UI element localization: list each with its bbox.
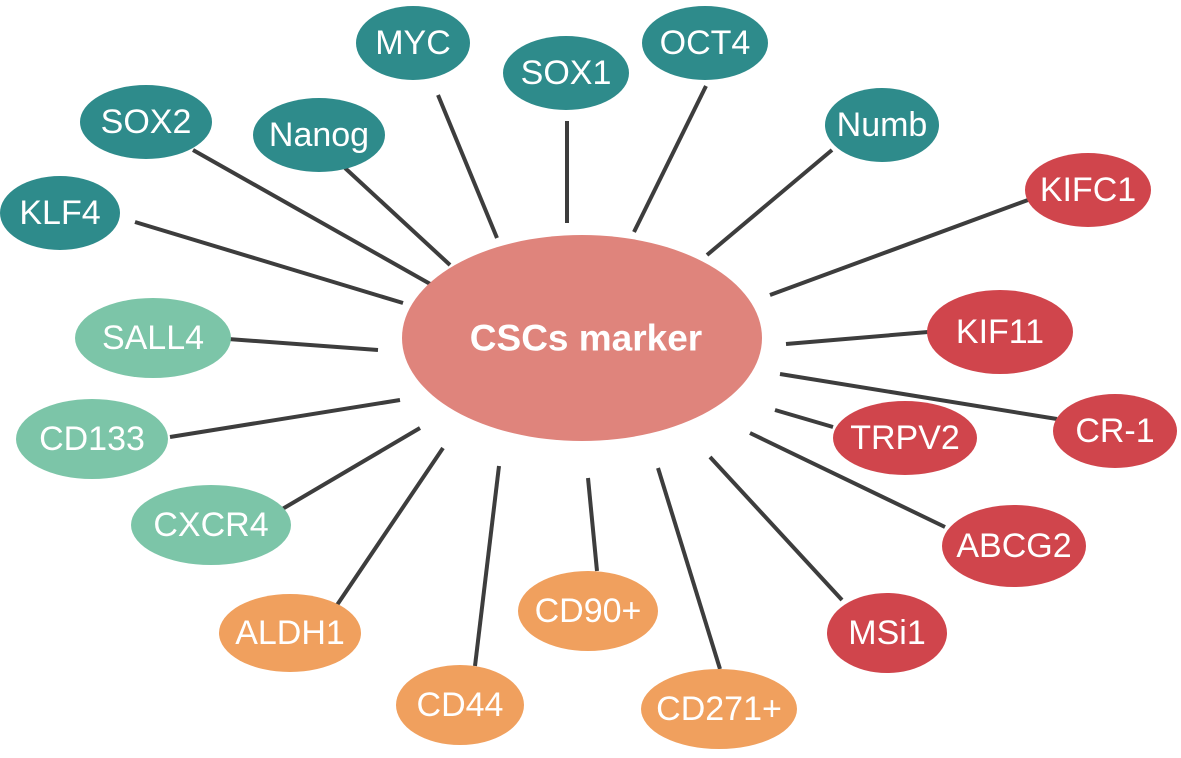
node-label-msi1: MSi1 bbox=[848, 614, 925, 652]
edge-cd90 bbox=[586, 477, 599, 572]
node-label-klf4: KLF4 bbox=[19, 194, 100, 232]
node-ellipse-cr1 bbox=[1053, 394, 1177, 468]
node-ellipse-cd271 bbox=[641, 669, 797, 749]
edge-oct4 bbox=[632, 85, 708, 233]
center-ellipse bbox=[402, 235, 762, 441]
node-label-numb: Numb bbox=[837, 106, 928, 144]
node-cd44: CD44 bbox=[396, 665, 524, 745]
node-ellipse-cd133 bbox=[16, 399, 168, 479]
node-sall4: SALL4 bbox=[75, 298, 231, 378]
node-label-cd271: CD271+ bbox=[656, 690, 782, 728]
node-ellipse-kifc1 bbox=[1025, 153, 1151, 227]
node-ellipse-oct4 bbox=[642, 6, 768, 80]
node-aldh1: ALDH1 bbox=[219, 594, 361, 672]
node-numb: Numb bbox=[825, 88, 939, 162]
node-cd90: CD90+ bbox=[518, 571, 658, 651]
node-cxcr4: CXCR4 bbox=[131, 485, 291, 565]
node-klf4: KLF4 bbox=[0, 176, 120, 250]
node-ellipse-kif11 bbox=[927, 290, 1073, 374]
edge-cd271 bbox=[656, 467, 722, 670]
edge-msi1 bbox=[708, 455, 844, 602]
node-cd271: CD271+ bbox=[641, 669, 797, 749]
edge-numb bbox=[705, 148, 834, 257]
edge-sall4 bbox=[227, 337, 379, 352]
node-trpv2: TRPV2 bbox=[833, 401, 977, 475]
node-ellipse-trpv2 bbox=[833, 401, 977, 475]
node-kif11: KIF11 bbox=[927, 290, 1073, 374]
center-label: CSCs marker bbox=[470, 318, 702, 359]
node-abcg2: ABCG2 bbox=[942, 505, 1086, 587]
node-label-kif11: KIF11 bbox=[956, 313, 1044, 351]
node-cd133: CD133 bbox=[16, 399, 168, 479]
node-ellipse-klf4 bbox=[0, 176, 120, 250]
node-label-aldh1: ALDH1 bbox=[235, 614, 345, 652]
edge-aldh1 bbox=[333, 446, 445, 610]
node-ellipse-nanog bbox=[253, 98, 385, 172]
node-cr1: CR-1 bbox=[1053, 394, 1177, 468]
edge-myc bbox=[436, 94, 499, 239]
node-sox1: SOX1 bbox=[503, 36, 629, 110]
node-label-myc: MYC bbox=[375, 24, 451, 62]
edge-cd44 bbox=[473, 465, 501, 667]
node-label-nanog: Nanog bbox=[269, 116, 369, 154]
node-myc: MYC bbox=[356, 6, 470, 80]
node-ellipse-cd44 bbox=[396, 665, 524, 745]
node-label-sall4: SALL4 bbox=[102, 319, 204, 357]
edges bbox=[134, 85, 1058, 670]
node-nanog: Nanog bbox=[253, 98, 385, 172]
node-ellipse-cxcr4 bbox=[131, 485, 291, 565]
node-ellipse-aldh1 bbox=[219, 594, 361, 672]
node-label-sox1: SOX1 bbox=[521, 54, 612, 92]
node-ellipse-sox2 bbox=[80, 85, 212, 159]
node-ellipse-myc bbox=[356, 6, 470, 80]
node-label-cr1: CR-1 bbox=[1075, 412, 1154, 450]
node-kifc1: KIFC1 bbox=[1025, 153, 1151, 227]
node-ellipse-sall4 bbox=[75, 298, 231, 378]
node-ellipse-numb bbox=[825, 88, 939, 162]
edge-cxcr4 bbox=[277, 426, 422, 513]
node-msi1: MSi1 bbox=[827, 593, 947, 673]
node-label-oct4: OCT4 bbox=[660, 24, 751, 62]
edge-cd133 bbox=[169, 398, 401, 439]
node-ellipse-abcg2 bbox=[942, 505, 1086, 587]
node-label-kifc1: KIFC1 bbox=[1040, 171, 1136, 209]
node-sox2: SOX2 bbox=[80, 85, 212, 159]
node-label-cd44: CD44 bbox=[417, 686, 504, 724]
edge-sox2 bbox=[192, 148, 433, 287]
node-label-sox2: SOX2 bbox=[101, 103, 192, 141]
edge-kifc1 bbox=[769, 198, 1029, 297]
node-label-cxcr4: CXCR4 bbox=[153, 506, 268, 544]
node-label-trpv2: TRPV2 bbox=[850, 419, 960, 457]
edge-cr1 bbox=[779, 372, 1058, 421]
node-label-cd90: CD90+ bbox=[535, 592, 642, 630]
node-label-abcg2: ABCG2 bbox=[956, 527, 1071, 565]
node-ellipse-sox1 bbox=[503, 36, 629, 110]
edge-abcg2 bbox=[749, 431, 946, 529]
edge-kif11 bbox=[785, 330, 929, 346]
node-label-cd133: CD133 bbox=[39, 420, 145, 458]
node-ellipse-cd90 bbox=[518, 571, 658, 651]
node-oct4: OCT4 bbox=[642, 6, 768, 80]
edge-klf4 bbox=[134, 220, 404, 305]
edge-nanog bbox=[343, 166, 452, 267]
node-ellipse-msi1 bbox=[827, 593, 947, 673]
center-node: CSCs marker bbox=[402, 235, 762, 441]
edge-trpv2 bbox=[774, 408, 834, 429]
